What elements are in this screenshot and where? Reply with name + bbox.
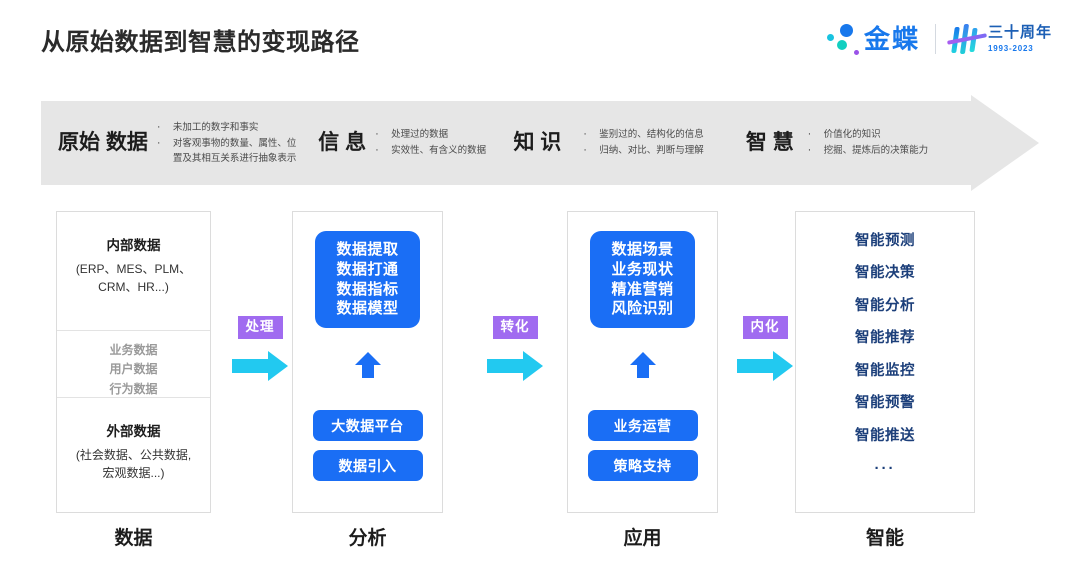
anniversary-years: 1993-2023 [987, 43, 1034, 53]
column-card-analysis: 数据提取 数据打通 数据指标 数据模型 大数据平台 数据引入 [292, 211, 443, 513]
page-title: 从原始数据到智慧的变现路径 [41, 29, 360, 56]
bullet-dot: · [375, 128, 379, 141]
up-arrow-icon [628, 350, 658, 385]
data-types-section: 业务数据 用户数据 行为数据 [57, 330, 210, 398]
connector-internalize: 内化 [728, 316, 802, 387]
stage-bullets-knowledge: · 鉴别过的、结构化的信息 · 归纳、对比、判断与理解 [583, 127, 704, 159]
foot-label-intelligence: 智能 [865, 528, 904, 549]
application-stack: 数据场景 业务现状 精准营销 风险识别 业务运营 策略支持 [568, 212, 717, 512]
bullet-item: · 处理过的数据 [375, 127, 486, 143]
stage-name-information: 信 息 [318, 130, 367, 154]
bullet-item: · 对客观事物的数量、属性、位 置及其相互关系进行抽象表示 [157, 136, 297, 167]
internal-data-section: 内部数据 (ERP、MES、PLM、 CRM、HR...) [57, 212, 210, 330]
foot-label-analysis: 分析 [348, 528, 387, 549]
list-item: 智能预警 [855, 395, 915, 412]
right-arrow-icon [737, 350, 793, 387]
brand-logo: 金蝶 三十周年 1993-2023 [824, 18, 1052, 60]
banner-stage-information: 信 息 · 处理过的数据 · 实效性、有含义的数据 [318, 101, 513, 185]
external-data-title: 外部数据 [106, 424, 161, 439]
banner-stages: 原始 数据 · 未加工的数字和事实 · 对客观事物的数量、属性、位 置及其相互关… [41, 101, 941, 185]
bullet-text: 对客观事物的数量、属性、位 置及其相互关系进行抽象表示 [172, 137, 297, 164]
stage-bullets-information: · 处理过的数据 · 实效性、有含义的数据 [375, 127, 486, 159]
connector-label-transform: 转化 [492, 316, 538, 339]
analysis-stack: 数据提取 数据打通 数据指标 数据模型 大数据平台 数据引入 [293, 212, 442, 512]
connector-transform: 转化 [478, 316, 552, 387]
bullet-dot: · [156, 120, 161, 133]
stage-name-raw-data: 原始 数据 [58, 130, 148, 154]
brand-divider [934, 24, 936, 54]
bullet-item: · 价值化的知识 [808, 127, 929, 143]
list-item: 智能监控 [855, 362, 915, 379]
internal-data-detail: (ERP、MES、PLM、 CRM、HR...) [75, 261, 192, 295]
external-data-detail: (社会数据、公共数据, 宏观数据...) [75, 447, 192, 481]
bullet-text: 挖掘、提炼后的决策能力 [823, 145, 929, 156]
list-item: 智能推送 [855, 427, 915, 444]
column-card-intelligence: 智能预测 智能决策 智能分析 智能推荐 智能监控 智能预警 智能推送 ··· [795, 211, 975, 513]
banner-stage-knowledge: 知 识 · 鉴别过的、结构化的信息 · 归纳、对比、判断与理解 [513, 101, 745, 185]
bullet-dot: · [156, 136, 161, 149]
anniversary-badge: 三十周年 1993-2023 [946, 22, 1052, 56]
external-data-section: 外部数据 (社会数据、公共数据, 宏观数据...) [57, 398, 210, 483]
bullet-text: 未加工的数字和事实 [172, 121, 259, 133]
up-arrow-icon [353, 350, 383, 385]
stage-bullets-wisdom: · 价值化的知识 · 挖掘、提炼后的决策能力 [808, 127, 929, 159]
right-arrow-icon [487, 350, 543, 387]
bullet-text: 价值化的知识 [823, 129, 881, 141]
maturity-banner [41, 95, 1039, 191]
list-item: 智能分析 [855, 297, 915, 314]
bullet-item: · 归纳、对比、判断与理解 [583, 143, 704, 159]
data-types-list: 业务数据 用户数据 行为数据 [109, 343, 158, 396]
kingdee-dots-icon [824, 22, 860, 56]
bullet-text: 处理过的数据 [391, 129, 449, 141]
list-item: 智能推荐 [855, 330, 915, 347]
bullet-text: 鉴别过的、结构化的信息 [599, 129, 704, 141]
bullet-dot: · [583, 128, 587, 141]
pipeline-columns: 内部数据 (ERP、MES、PLM、 CRM、HR...) 业务数据 用户数据 … [0, 211, 1080, 513]
column-foot-labels: 数据 分析 应用 智能 [0, 523, 1080, 557]
column-card-data: 内部数据 (ERP、MES、PLM、 CRM、HR...) 业务数据 用户数据 … [56, 211, 211, 513]
list-item: 智能决策 [855, 265, 915, 282]
anniversary-title: 三十周年 [987, 24, 1052, 42]
connector-label-process: 处理 [237, 316, 283, 339]
column-card-application: 数据场景 业务现状 精准营销 风险识别 业务运营 策略支持 [567, 211, 718, 513]
bullet-text: 实效性、有含义的数据 [391, 145, 487, 156]
bullet-item: · 实效性、有含义的数据 [375, 143, 486, 159]
analysis-ingest-pill[interactable]: 数据引入 [312, 450, 423, 481]
bullet-dot: · [583, 144, 587, 156]
bullet-dot: · [375, 144, 379, 156]
bullet-item: · 未加工的数字和事实 [157, 120, 297, 136]
stage-name-knowledge: 知 识 [513, 130, 562, 154]
bullet-dot: · [807, 144, 812, 156]
stage-name-wisdom: 智 慧 [745, 130, 794, 154]
list-ellipsis: ··· [874, 460, 896, 478]
stage-bullets-raw-data: · 未加工的数字和事实 · 对客观事物的数量、属性、位 置及其相互关系进行抽象表… [157, 120, 297, 167]
analysis-platform-pill[interactable]: 大数据平台 [312, 410, 423, 441]
banner-arrow-shape [41, 95, 1039, 191]
application-operations-pill[interactable]: 业务运营 [587, 410, 698, 441]
list-item: 智能预测 [855, 232, 915, 249]
analysis-capability-box[interactable]: 数据提取 数据打通 数据指标 数据模型 [315, 231, 420, 328]
connector-label-internalize: 内化 [742, 316, 788, 339]
foot-label-data: 数据 [114, 528, 153, 549]
application-capability-box[interactable]: 数据场景 业务现状 精准营销 风险识别 [590, 231, 695, 328]
bullet-dot: · [807, 128, 812, 141]
internal-data-title: 内部数据 [106, 238, 161, 253]
anniversary-mark-icon [946, 22, 987, 56]
application-strategy-pill[interactable]: 策略支持 [587, 450, 698, 481]
bullet-item: · 挖掘、提炼后的决策能力 [808, 143, 929, 159]
banner-stage-wisdom: 智 慧 · 价值化的知识 · 挖掘、提炼后的决策能力 [746, 101, 941, 185]
right-arrow-icon [232, 350, 288, 387]
bullet-text: 归纳、对比、判断与理解 [599, 145, 704, 156]
intelligence-list: 智能预测 智能决策 智能分析 智能推荐 智能监控 智能预警 智能推送 ··· [796, 212, 974, 512]
foot-label-application: 应用 [623, 528, 662, 549]
brand-name: 金蝶 [863, 24, 920, 54]
connector-process: 处理 [223, 316, 297, 387]
banner-stage-raw-data: 原始 数据 · 未加工的数字和事实 · 对客观事物的数量、属性、位 置及其相互关… [58, 101, 318, 185]
bullet-item: · 鉴别过的、结构化的信息 [583, 127, 704, 143]
